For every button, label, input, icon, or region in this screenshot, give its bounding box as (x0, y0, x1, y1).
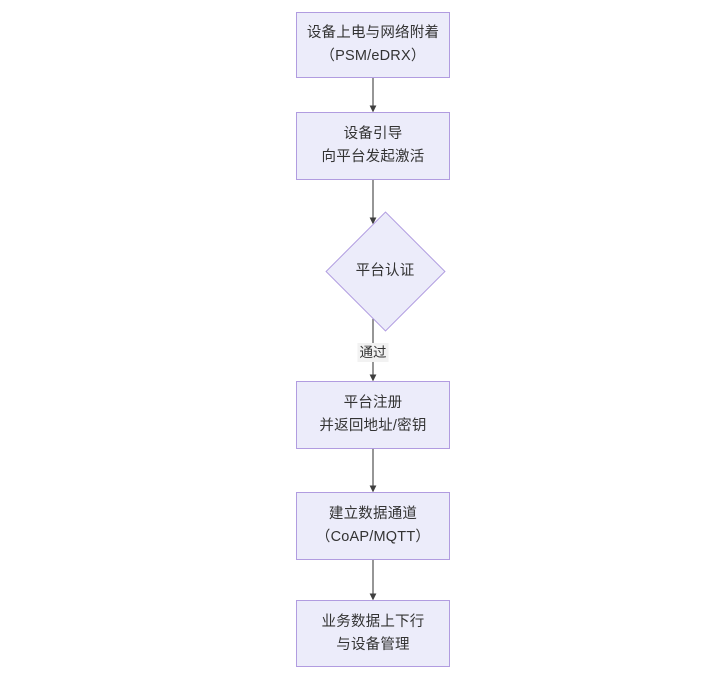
node-text-line: 业务数据上下行 (321, 613, 425, 630)
node-text-line: （PSM/eDRX） (320, 48, 426, 64)
node-text-line: 设备上电与网络附着 (306, 25, 440, 41)
node-label: 建立数据通道 （CoAP/MQTT） (316, 503, 430, 549)
node-label: 业务数据上下行与设备管理 (322, 611, 425, 657)
flow-node-n5[interactable]: 建立数据通道 （CoAP/MQTT） (296, 492, 450, 560)
node-text-line: 设备引导 (343, 126, 403, 142)
node-text-line: 向平台发起激活 (321, 149, 425, 165)
node-label: 设备上电与网络附着 （PSM/eDRX） (307, 22, 439, 68)
node-label: 设备引导向平台发起激活 (322, 123, 425, 169)
node-label: 平台注册并返回地址/密钥 (319, 392, 426, 438)
node-text-line: （CoAP/MQTT） (315, 529, 431, 545)
node-text-line: 并返回地址/密钥 (319, 418, 427, 434)
flow-node-n6[interactable]: 业务数据上下行与设备管理 (296, 600, 450, 667)
flow-node-n3[interactable]: 平台认证 (324, 210, 446, 332)
flow-node-n4[interactable]: 平台注册并返回地址/密钥 (296, 381, 450, 449)
node-text-line: 与设备管理 (336, 636, 410, 653)
node-text-line: 建立数据通道 (328, 506, 418, 522)
node-text-line: 平台认证 (355, 262, 415, 279)
flow-node-n1[interactable]: 设备上电与网络附着 （PSM/eDRX） (296, 12, 450, 78)
node-label: 平台认证 (356, 260, 415, 283)
edge-label-e3: 通过 (357, 343, 389, 362)
node-text-line: 平台注册 (343, 395, 403, 411)
flow-node-n2[interactable]: 设备引导向平台发起激活 (296, 112, 450, 180)
